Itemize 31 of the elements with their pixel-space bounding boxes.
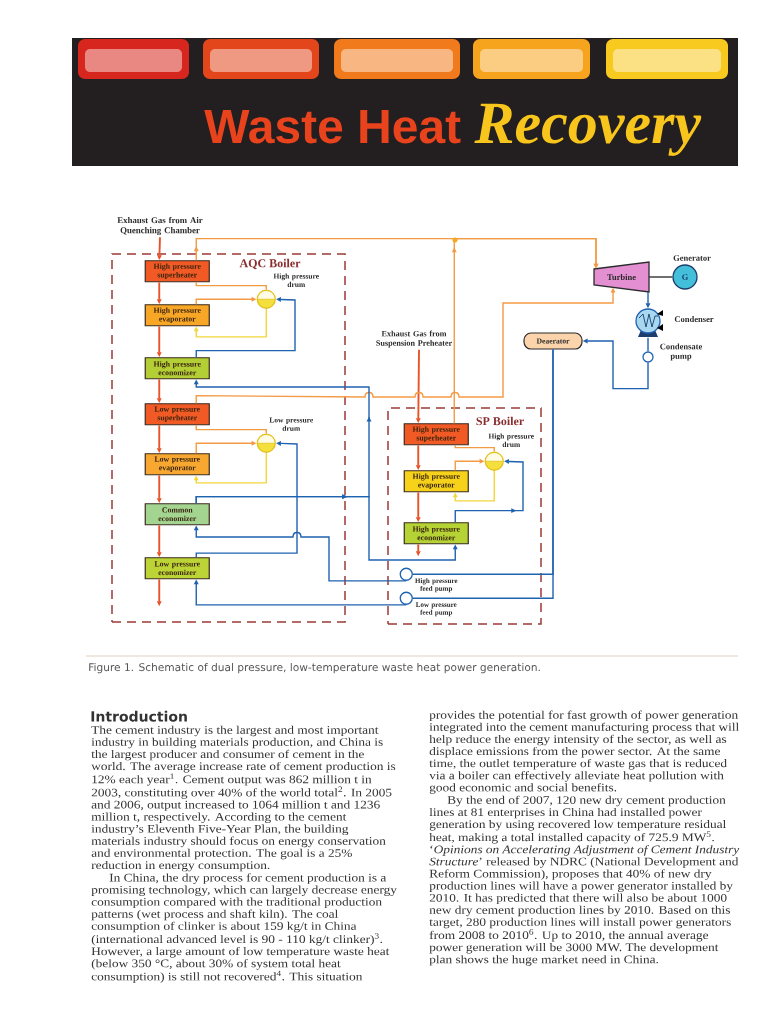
flow-arrow	[195, 297, 296, 358]
pipe-line	[195, 424, 267, 435]
flow-arrow	[454, 459, 524, 523]
section-heading: Introduction	[91, 710, 187, 722]
drum-symbol	[484, 451, 504, 471]
body-paragraph: By the end of 2007, 120 new dry cement production lines at 81 enterprises in China had installed power generation by using recovered low temperature residual heat, making a total installed capacity of 725.9 MW$^{5}$. ‘Opinions on Accelerating Adjustment of Cement Industry Structure’ released by NDRC (National Development and Reform Commission), proposes that 40% of new dry production lines will have a power generator installed by 2010. It has predicted that there will also be about 1000 new dry cement production lines by 2010. Based on this target, 280 production lines will install power generators from 2008 to 2010$^{6}$. Up to 2010, the annual average power generation will be 3000 MW. The development plan shows the huge market need in China.	[429, 795, 740, 966]
body-paragraph: In China, the dry process for cement production is a promising technology, which can largely decrease energy consumption compared with the traditional production patterns (wet process and shaft kiln). The coal consumption of clinker is about 159 kg/t in China (international advanced level is 90 - 110 kg/t clinker)$^{3}$. However, a large amount of low temperature waste heat (below 350 °C, about 30% of system total heat consumption) is still not recovered$^{4}$. This situation	[91, 873, 397, 983]
condenser-symbol	[635, 308, 663, 337]
pipe-line	[647, 336, 649, 353]
pump-symbol	[399, 567, 413, 581]
component-label: Condensate pump	[660, 343, 703, 361]
body-paragraph: provides the potential for fast growth of power generation integrated into the cement manufacturing process that will help reduce the energy intensity of the sector, as well as displace emissions from the power sector. At the same time, the outlet temperature of waste gas that is reduced via a boiler can effectively alleviate heat pollution with good economic and social benefits.	[429, 710, 739, 794]
component-label: Generator	[673, 255, 711, 261]
flow-arrow	[452, 470, 495, 502]
pipe-line	[648, 276, 674, 278]
pipe-line	[195, 281, 267, 291]
pipe-line	[454, 444, 495, 453]
component-label: Condenser	[674, 316, 714, 322]
drum-symbol	[256, 289, 276, 309]
source-label: Exhaust Gas from Suspension Preheater	[376, 330, 453, 348]
flow-arrow	[193, 308, 267, 338]
drum-symbol	[256, 433, 276, 453]
flow-arrow	[195, 494, 458, 561]
flow-arrow	[451, 237, 599, 424]
pump-symbol	[399, 591, 413, 605]
figure-caption: Figure 1. Schematic of dual pressure, low-temperature waste heat power generation.	[89, 662, 540, 674]
pump-symbol	[642, 351, 654, 363]
body-paragraph: The cement industry is the largest and most important industry in building materials production, and China is the largest producer and consumer of cement in the world. The average increase rate of cement production is 12% each year$^{1}$. Cement output was 862 million t in 2003, constituting over 40% of the world total$^{2}$. In 2005 and 2006, output increased to 1064 million t and 1236 million t, respectively. According to the cement industry’s Eleventh Five-Year Plan, the building materials industry should focus on energy conservation and environmental protection. The goal is a 25% reduction in energy consumption.	[91, 725, 396, 872]
flow-arrow	[193, 452, 267, 484]
page-title: Waste Heat Recovery	[204, 103, 702, 156]
source-label: Exhaust Gas from Air Quenching Chamber	[117, 216, 203, 236]
